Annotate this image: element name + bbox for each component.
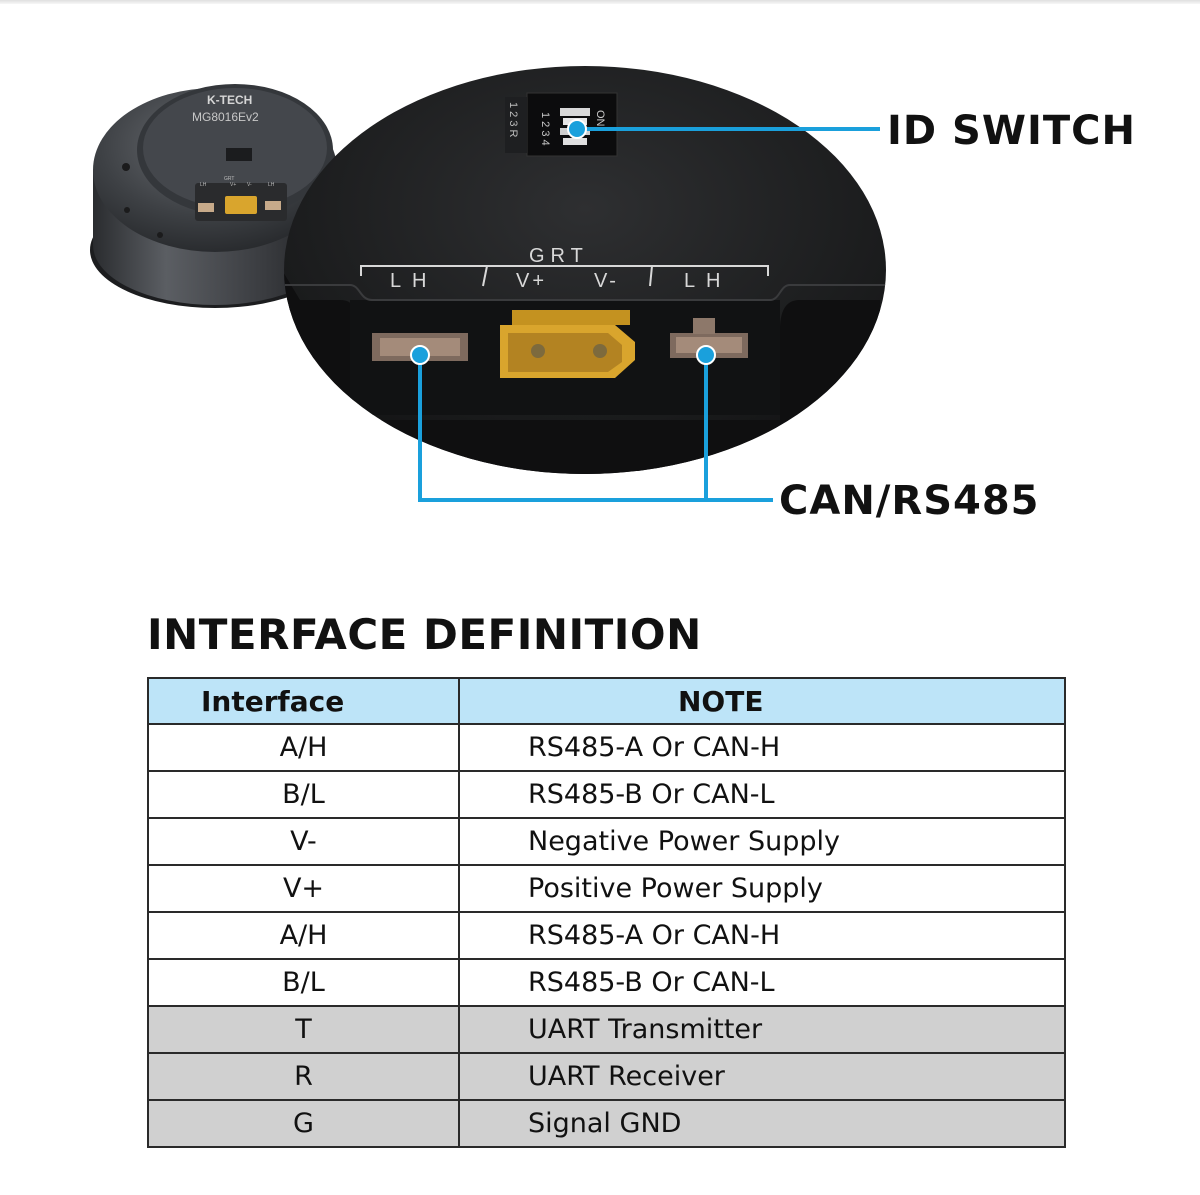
motor-small-label-2: V+ <box>230 182 236 188</box>
table-row: V+Positive Power Supply <box>147 864 1066 913</box>
cell-note: RS485-B Or CAN-L <box>458 770 1066 819</box>
table-header-row: Interface NOTE <box>147 677 1066 725</box>
cell-interface: G <box>147 1099 460 1148</box>
power-connector-xt30 <box>500 310 635 378</box>
cell-note: UART Receiver <box>458 1052 1066 1101</box>
cell-interface: R <box>147 1052 460 1101</box>
motor-brand: K-TECH <box>207 93 252 107</box>
cell-note: RS485-A Or CAN-H <box>458 723 1066 772</box>
motor-photo: K-TECH MG8016Ev2 GRT LH V+ V- LH 1 2 3 4… <box>90 66 886 502</box>
cell-interface: B/L <box>147 770 460 819</box>
motor-small-label-4: LH <box>268 182 275 188</box>
cell-interface: T <box>147 1005 460 1054</box>
cell-interface: A/H <box>147 723 460 772</box>
silk-label-lh-right: L H <box>684 270 723 292</box>
motor-model: MG8016Ev2 <box>192 110 259 124</box>
table-row: V-Negative Power Supply <box>147 817 1066 866</box>
top-edge-line <box>0 0 1200 4</box>
cell-note: RS485-B Or CAN-L <box>458 958 1066 1007</box>
silk-label-vplus: V+ <box>516 270 547 292</box>
cell-interface: V+ <box>147 864 460 913</box>
motor-small-grt: GRT <box>224 176 234 182</box>
header-note: NOTE <box>458 677 1066 725</box>
cell-note: Positive Power Supply <box>458 864 1066 913</box>
dip-on-label: ON <box>594 110 606 127</box>
motor-small-label-1: LH <box>200 182 207 188</box>
cell-note: RS485-A Or CAN-H <box>458 911 1066 960</box>
silk-label-lh-left: L H <box>390 270 429 292</box>
cell-note: Signal GND <box>458 1099 1066 1148</box>
header-interface: Interface <box>147 677 460 725</box>
cell-interface: V- <box>147 817 460 866</box>
cell-interface: A/H <box>147 911 460 960</box>
cell-note: UART Transmitter <box>458 1005 1066 1054</box>
id-switch-label: ID SWITCH <box>887 108 1136 154</box>
cell-interface: B/L <box>147 958 460 1007</box>
dip-side-mark: 1 2 3 R <box>507 102 519 138</box>
section-title: INTERFACE DEFINITION <box>147 610 702 659</box>
silk-grt: GRT <box>529 245 589 267</box>
cell-note: Negative Power Supply <box>458 817 1066 866</box>
dip-switch <box>505 92 618 157</box>
silk-label-vminus: V- <box>594 270 619 292</box>
can-rs485-label: CAN/RS485 <box>779 478 1040 524</box>
dip-numbers: 1 2 3 4 <box>539 112 551 146</box>
motor-small-label-3: V- <box>247 182 252 188</box>
can-callout-line <box>410 345 773 502</box>
motor-body <box>90 84 340 308</box>
id-switch-callout-line <box>567 119 880 139</box>
